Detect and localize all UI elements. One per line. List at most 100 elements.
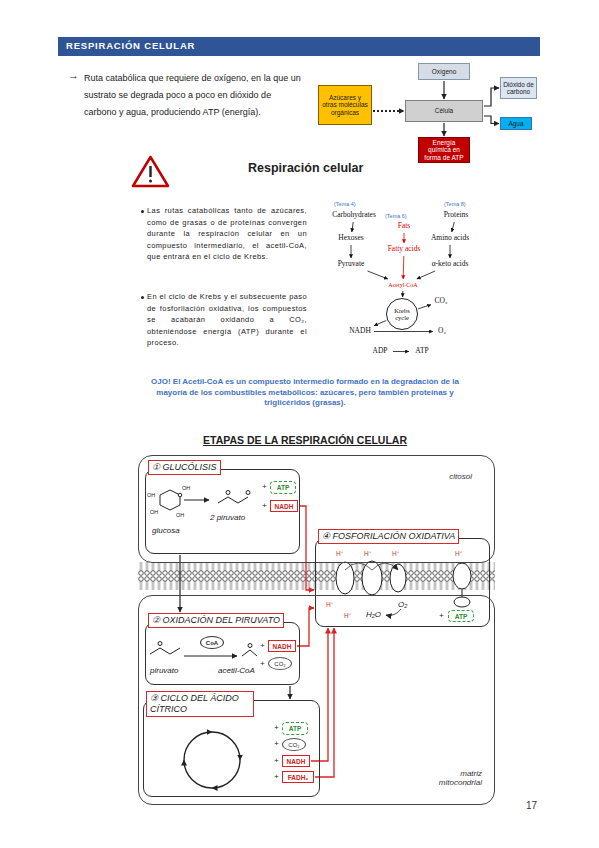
illustration-label: 2 piruvato [210,513,245,522]
electron-path [345,563,398,570]
warning-triangle [133,157,168,186]
topic-ref: (Tema 4) [334,201,356,207]
connector [450,245,451,258]
complex-i [336,562,354,594]
node-text: Azúcares y otras moléculas orgánicas [321,94,369,116]
warning-bar [149,166,151,177]
pathway-term: Proteins [434,210,478,221]
topic-ref: (Tema 8) [444,201,466,207]
pathway-term: Fatty acids [384,244,424,255]
illustration-label: + [260,659,265,668]
header-title: RESPIRACIÓN CELULAR [66,40,195,51]
page-number: 17 [526,800,537,811]
oxygen-atom [246,491,250,495]
node-text: ATP [455,613,468,620]
illustration-label: + [262,501,267,510]
pathway-term: O₂ [434,326,450,337]
process-box: Azúcares y otras moléculas orgánicas [318,85,372,125]
node-text: Oxígeno [432,68,457,75]
stage-heading: ② OXIDACIÓN DEL PIRUVATO [148,613,284,628]
stage-heading: ③ CICLO DEL ÁCIDO CÍTRICO [146,691,254,717]
co2-circle: CO₂ [282,738,306,751]
warning-dot [149,180,152,183]
carrier-box: NADH [270,500,298,512]
carrier-box: FADH₂ [282,771,314,783]
connector [368,271,388,279]
connector [289,686,290,699]
pathway-term: Pyruvate [331,259,371,270]
pyruvate-skeleton [218,497,248,503]
note-text: OJO! El Acetil-CoA es un compuesto inter… [150,377,460,409]
section-title: Respiración celular [248,161,363,175]
connector [443,81,444,99]
oxygen-atom [226,491,230,495]
proton-label: H⁺ [364,549,371,558]
bullet-text: Las rutas catabólicas tanto de azúcares,… [147,205,307,263]
atp-badge: ATP [448,610,474,622]
node-text: Proteins [444,211,469,219]
node-text: ATP [277,484,290,491]
glycolysis-drawing [160,490,250,510]
cycle-arc [212,760,240,788]
connector [452,222,455,232]
cycle-drawing [184,732,240,788]
electron-transport-chain [336,561,471,615]
warning-icon [133,157,168,186]
co2-circle: CO₂ [268,657,292,670]
atp-badge: ATP [282,722,308,735]
membrane [138,562,495,594]
process-box: Energía química en forma de ATP [418,137,470,163]
stage-panel: ④ FOSFORILACIÓN OXIDATIVAATP [315,529,490,627]
bullet-dot [141,210,144,213]
node-text: CO₂ [274,661,285,667]
atp-synthase-rotor [453,563,471,589]
illustration-label: acetil-CoA [218,666,255,675]
illustration-label: + [274,739,279,748]
node-text: ATP [289,725,302,732]
node-text: Pyruvate [338,260,365,268]
stage-panel: ③ CICLO DEL ÁCIDO CÍTRICO ATP CO₂ NADH FADH₂ [143,691,320,797]
node-text: CO₂ [434,297,447,305]
cycle-arc [212,732,240,760]
node-text: Célula [435,107,453,114]
illustration-label: piruvato [150,666,178,675]
pyruvate-skeleton [150,648,180,654]
cell-region: citosol① GLUCÓLISISATPNADH [138,455,495,563]
panel-frame [145,622,300,685]
pathway-term: Acetyl-CoA [383,280,423,290]
atp-badge: ATP [270,481,296,494]
node-text: Acetyl-CoA [388,282,417,289]
node-text: ADP [372,347,387,355]
pathway-term: Amino acids [427,233,473,244]
illustration-label: + [274,772,279,781]
carrier-box: NADH [268,640,296,652]
node-text: NADH [273,643,292,650]
section-heading: ETAPAS DE LA RESPIRACIÓN CELULAR [150,434,460,446]
region-label: citosol [449,472,472,482]
cell-region: matriz mitocondrial② OXIDACIÓN DEL PIRUV… [138,595,495,805]
node-text: Fats [398,222,411,230]
topic-ref: (Tema 6) [385,213,407,219]
carrier-box: NADH [282,755,310,767]
oxygen-atom [158,642,162,646]
illustration-label: + [260,641,265,650]
connector [417,271,435,279]
node-text: Agua [508,120,523,127]
water-arrow [386,609,401,615]
node-text: NADH [287,758,306,765]
connector [374,331,433,332]
node-text: Krebs cycle [388,307,416,321]
coa-circle: CoA [200,636,224,649]
atom-label: OH [150,509,158,515]
oxidation-drawing [150,642,257,657]
node-text: CoA [206,640,218,646]
complex-iii [362,561,382,595]
pathway-term: ATP [410,346,434,357]
reaction-arrow [184,656,237,657]
cycle-arc [184,760,212,788]
node-text: Fatty acids [388,245,421,253]
proton-label: H⁺ [455,549,462,558]
node-text: Amino acids [431,234,469,242]
node-text: α-keto acids [432,260,469,268]
